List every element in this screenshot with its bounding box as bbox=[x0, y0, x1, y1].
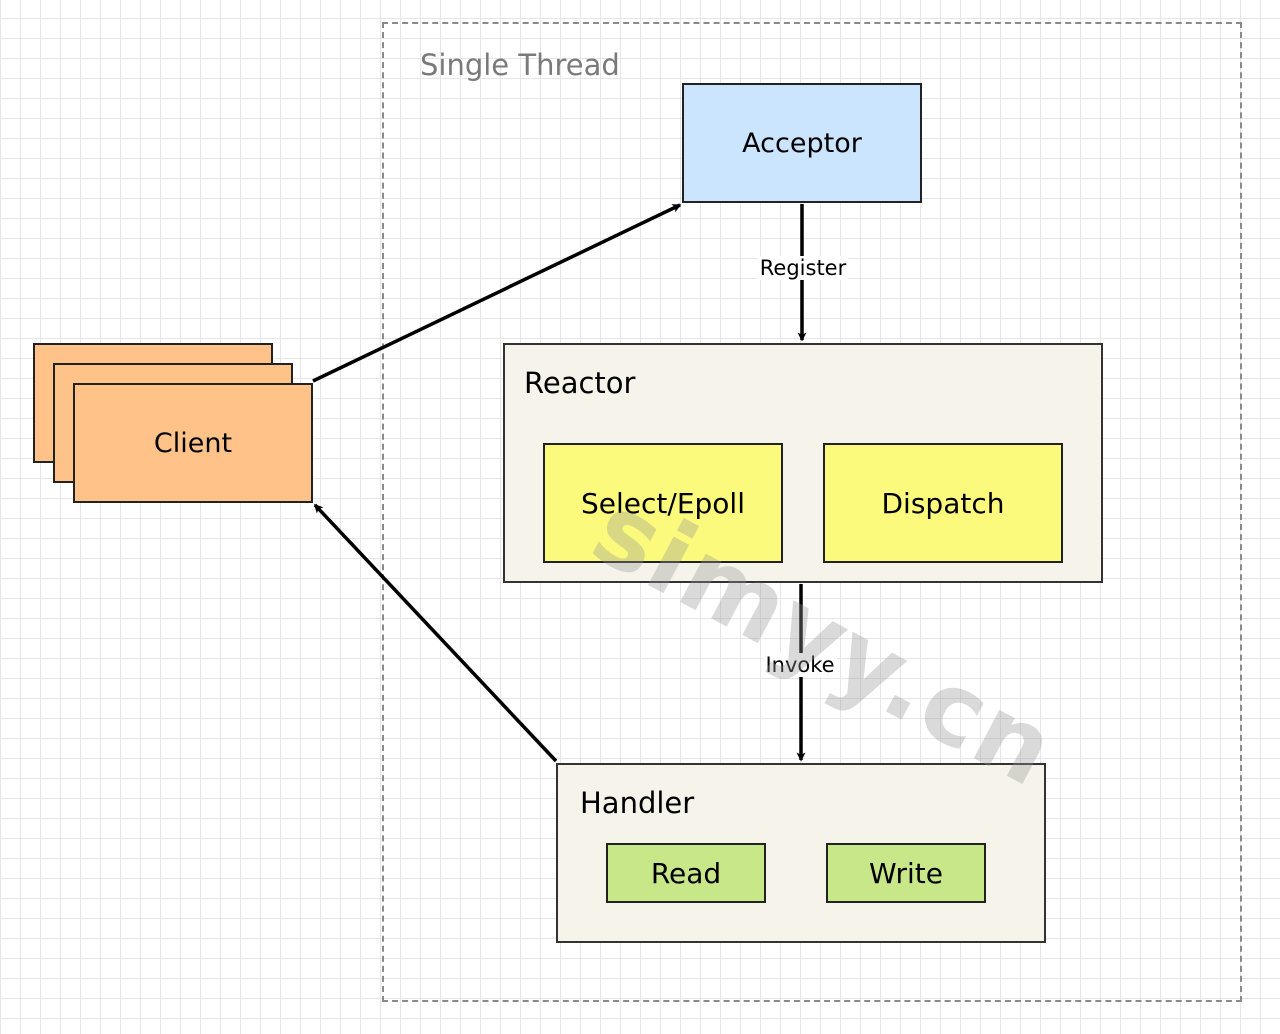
invoke-edge-label: Invoke bbox=[763, 653, 837, 677]
select-epoll-label: Select/Epoll bbox=[581, 486, 745, 520]
register-edge-label: Register bbox=[757, 256, 849, 280]
client-node[interactable]: Client bbox=[73, 383, 313, 503]
read-label: Read bbox=[650, 856, 722, 890]
write-node[interactable]: Write bbox=[826, 843, 986, 903]
client-label: Client bbox=[153, 427, 233, 459]
acceptor-label: Acceptor bbox=[742, 127, 862, 159]
write-label: Write bbox=[869, 856, 943, 890]
dispatch-node[interactable]: Dispatch bbox=[823, 443, 1063, 563]
acceptor-node[interactable]: Acceptor bbox=[682, 83, 922, 203]
handler-title: Handler bbox=[580, 786, 695, 820]
select-epoll-node[interactable]: Select/Epoll bbox=[543, 443, 783, 563]
reactor-title: Reactor bbox=[524, 366, 636, 400]
dispatch-label: Dispatch bbox=[881, 486, 1005, 520]
read-node[interactable]: Read bbox=[606, 843, 766, 903]
single-thread-label: Single Thread bbox=[420, 48, 620, 82]
